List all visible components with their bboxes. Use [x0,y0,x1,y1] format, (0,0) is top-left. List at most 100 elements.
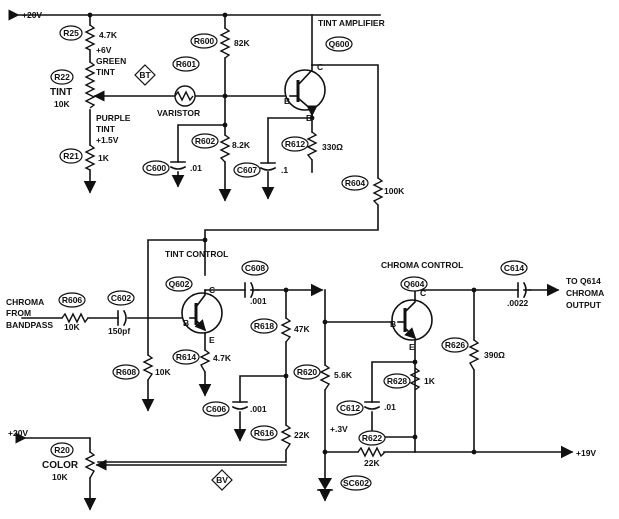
svg-text:150pf: 150pf [108,326,130,336]
svg-text:Q600: Q600 [329,39,350,49]
svg-text:BV: BV [216,475,228,485]
ref-r620: R620 [293,364,321,380]
resistor-r604 [372,177,384,206]
svg-text:R622: R622 [362,433,383,443]
ref-ovals: R25 R22 R21 R600 R601 Q600 R602 R612 C60… [50,25,528,491]
resistor-r620 [319,364,331,391]
pot-wipers [93,90,287,471]
svg-text:5.6K: 5.6K [334,370,353,380]
varistor-symbol [174,85,196,107]
ref-r602: R602 [191,133,219,149]
svg-text:330Ω: 330Ω [322,142,343,152]
svg-text:SC602: SC602 [343,478,369,488]
svg-text:C614: C614 [504,263,525,273]
ref-c608: C608 [241,260,269,276]
capacitor-symbols [117,161,531,410]
svg-text:TINT: TINT [96,124,116,134]
svg-text:BT: BT [139,70,151,80]
svg-text:TO Q614: TO Q614 [566,276,601,286]
svg-text:C608: C608 [245,263,266,273]
svg-text:C: C [209,285,215,295]
svg-text:E: E [409,342,415,352]
svg-text:+1.5V: +1.5V [96,135,119,145]
svg-text:47K: 47K [294,324,310,334]
ground-arrows [83,174,332,511]
svg-text:R628: R628 [387,376,408,386]
svg-text:10K: 10K [155,367,171,377]
svg-text:R618: R618 [254,321,275,331]
tag-bt: BT [134,64,156,86]
capacitor-c612 [363,401,381,410]
resistor-r618 [280,317,292,343]
svg-text:B: B [183,318,189,328]
resistor-r21 [84,144,96,171]
ref-r618: R618 [250,318,278,334]
svg-text:R616: R616 [254,428,275,438]
varistor-label: VARISTOR [157,108,200,118]
capacitor-c607 [259,162,277,171]
svg-text:CHROMA: CHROMA [566,288,604,298]
resistor-r622 [357,446,386,458]
svg-text:Q604: Q604 [404,279,425,289]
svg-text:R21: R21 [63,151,79,161]
svg-text:R620: R620 [297,367,318,377]
svg-text:.01: .01 [190,163,202,173]
svg-text:R614: R614 [176,352,197,362]
svg-text:R601: R601 [176,59,197,69]
svg-text:4.7K: 4.7K [213,353,232,363]
transistor-q602 [181,289,223,334]
svg-text:R626: R626 [445,340,466,350]
tint-control-label: TINT CONTROL [165,249,228,259]
ref-r601: R601 [172,56,200,72]
svg-text:B: B [284,96,290,106]
diode-sc602 [317,478,333,491]
ref-q604: Q604 [400,276,428,292]
ref-q602: Q602 [165,276,193,292]
tint-pot-name: TINT [50,87,72,98]
svg-text:.0022: .0022 [507,298,529,308]
svg-text:22K: 22K [364,458,380,468]
svg-text:10K: 10K [64,322,80,332]
ref-r614: R614 [172,349,200,365]
transistor-q604 [391,299,433,341]
ref-c612: C612 [336,400,364,416]
ref-q600: Q600 [325,36,353,52]
svg-text:TINT: TINT [96,67,116,77]
text-labels: +20V +20V +19V TINT AMPLIFIER 4.7K +6V G… [6,10,604,482]
svg-text:8.2K: 8.2K [232,140,251,150]
svg-text:.001: .001 [250,296,267,306]
svg-text:C600: C600 [146,163,167,173]
color-pot-name: COLOR [42,460,79,471]
svg-text:Q602: Q602 [169,279,190,289]
svg-text:C: C [317,62,323,72]
ref-r22: R22 [50,69,74,85]
capacitor-c602 [117,309,127,327]
svg-text:C606: C606 [206,404,227,414]
ref-sc602: SC602 [340,475,372,491]
svg-text:FROM: FROM [6,308,31,318]
resistor-r602 [219,134,231,163]
junctions [87,12,477,455]
svg-text:R606: R606 [62,295,83,305]
ref-r600: R600 [190,33,218,49]
svg-text:R608: R608 [116,367,137,377]
ref-c607: C607 [233,162,261,178]
svg-text:R22: R22 [54,72,70,82]
resistor-r606 [61,312,89,324]
svg-text:OUTPUT: OUTPUT [566,300,602,310]
ref-c600: C600 [142,160,170,176]
svg-text:82K: 82K [234,38,250,48]
ref-r25: R25 [59,25,83,41]
resistor-symbols [61,24,480,479]
svg-text:R602: R602 [195,136,216,146]
transistor-q600 [284,64,326,117]
svg-text:BANDPASS: BANDPASS [6,320,53,330]
svg-text:.1: .1 [281,165,288,175]
ref-r622: R622 [358,430,386,446]
supply-right: +19V [576,448,596,458]
resistor-r25 [84,24,96,51]
resistor-r616 [280,424,292,451]
svg-text:+.3V: +.3V [330,424,348,434]
supply-left-bottom: +20V [8,428,28,438]
